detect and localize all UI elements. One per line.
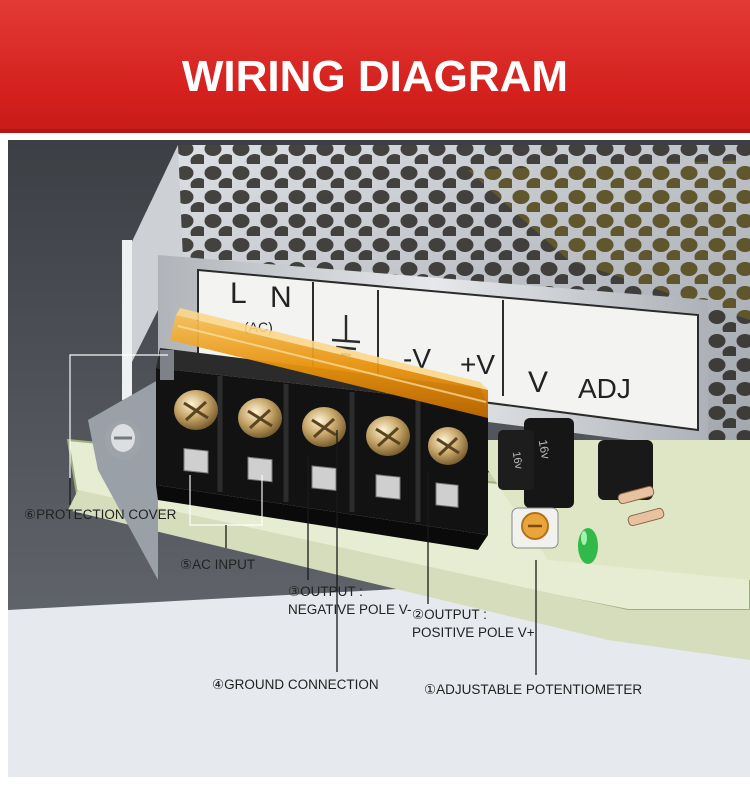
terminal-screws: [174, 390, 468, 465]
callout-output-negative-line1: ③OUTPUT :: [288, 584, 363, 599]
green-led: [578, 528, 598, 564]
terminal-positive-label: +V: [460, 349, 495, 380]
terminal-v-label: V: [528, 366, 548, 399]
callout-adjustable-potentiometer: ①ADJUSTABLE POTENTIOMETER: [424, 682, 643, 697]
page-title: WIRING DIAGRAM: [181, 52, 569, 101]
mounting-screw: [105, 420, 141, 460]
terminal-l-label: L: [230, 277, 247, 310]
callout-output-positive-line2: POSITIVE POLE V+: [412, 625, 535, 640]
terminal-adj-label: ADJ: [578, 373, 631, 404]
callout-ac-input: ⑤AC INPUT: [180, 557, 256, 572]
capacitor-2-mark: 16v: [510, 451, 525, 471]
capacitor-1-mark: 16v: [536, 439, 553, 460]
protection-cover: [170, 308, 488, 418]
callout-output-positive-line1: ②OUTPUT :: [412, 607, 487, 622]
capacitor-2: 16v: [498, 430, 534, 490]
potentiometer: [511, 507, 559, 549]
power-supply-photo: L N (AC) -V +V V ADJ 16v 16v: [8, 140, 750, 777]
title-banner: WIRING DIAGRAM: [0, 0, 750, 133]
callout-output-negative-line2: NEGATIVE POLE V-: [288, 602, 412, 617]
callout-protection-cover: ⑥PROTECTION COVER: [24, 507, 177, 522]
terminal-n-label: N: [270, 281, 292, 314]
capacitor-1: 16v: [524, 418, 574, 508]
callout-ground-connection: ④GROUND CONNECTION: [212, 677, 379, 692]
